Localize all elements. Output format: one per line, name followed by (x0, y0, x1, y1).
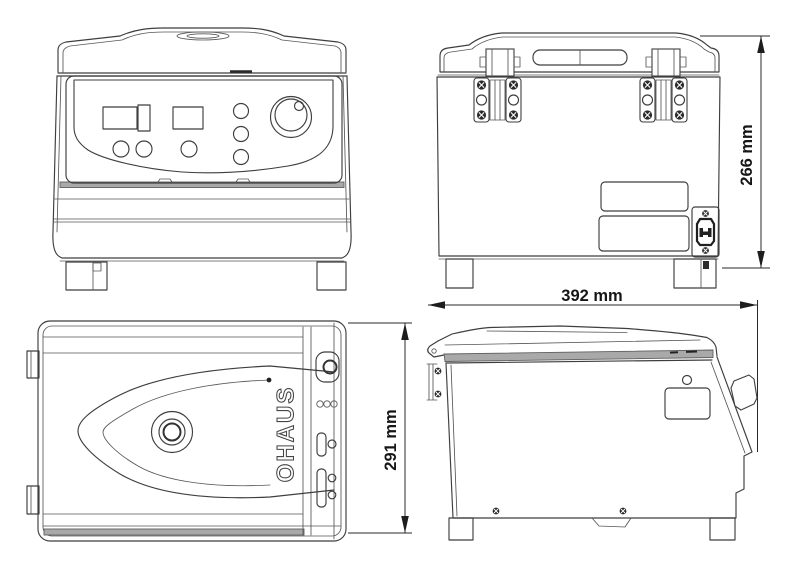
height-dimension-label: 266 mm (738, 124, 756, 185)
depth-dimension: 291 mm (348, 322, 412, 534)
front-body (52, 75, 352, 262)
logo-dot (266, 377, 272, 383)
side-feet (448, 517, 736, 541)
lid-viewport (150, 410, 194, 454)
side-view: 392 mm (426, 287, 758, 541)
display-segment (137, 104, 151, 132)
brand-logo: OHAUS (273, 386, 300, 483)
side-trim-band (443, 349, 714, 362)
top-hinge-tabs (26, 350, 40, 515)
side-vent-hole (681, 374, 693, 386)
display-window-left (102, 106, 138, 130)
front-lid (56, 27, 348, 77)
side-label (664, 387, 711, 420)
panel-button (232, 102, 250, 120)
rear-hinge-right (640, 49, 687, 122)
width-dimension: 392 mm (428, 287, 758, 452)
side-body (445, 356, 758, 528)
panel-button (232, 148, 250, 166)
control-knob (269, 95, 313, 139)
front-control-panel (65, 75, 343, 184)
top-panel-controls (315, 351, 340, 508)
depth-dimension-label: 291 mm (382, 409, 400, 470)
front-view (52, 27, 352, 291)
power-inlet (691, 206, 720, 258)
rear-view: 266 mm (436, 32, 770, 289)
panel-button (232, 125, 250, 143)
width-dimension-label: 392 mm (561, 287, 622, 305)
top-front-band (43, 528, 305, 536)
bottom-clip (591, 517, 632, 528)
side-lid (427, 325, 718, 362)
lid-front-lip (427, 340, 445, 358)
ground-terminal (703, 261, 709, 269)
rear-feet (445, 258, 717, 289)
rating-label-lower (598, 215, 690, 252)
lid-dome (77, 365, 335, 499)
rating-label-upper (600, 181, 689, 212)
top-lid-outline (37, 320, 347, 542)
front-trim-band (59, 181, 345, 188)
panel-button (180, 140, 198, 158)
rear-hinge-left (474, 49, 521, 122)
side-hinge (426, 363, 442, 401)
power-inlet-side (730, 374, 758, 411)
top-view: OHAUS 291 mm (26, 320, 412, 542)
panel-button (135, 140, 153, 158)
front-feet (65, 261, 347, 291)
height-dimension: 266 mm (700, 35, 770, 269)
knob-top (315, 351, 340, 383)
panel-button (112, 140, 130, 158)
display-window-right (172, 106, 204, 130)
lid-latch-recess (176, 31, 230, 41)
